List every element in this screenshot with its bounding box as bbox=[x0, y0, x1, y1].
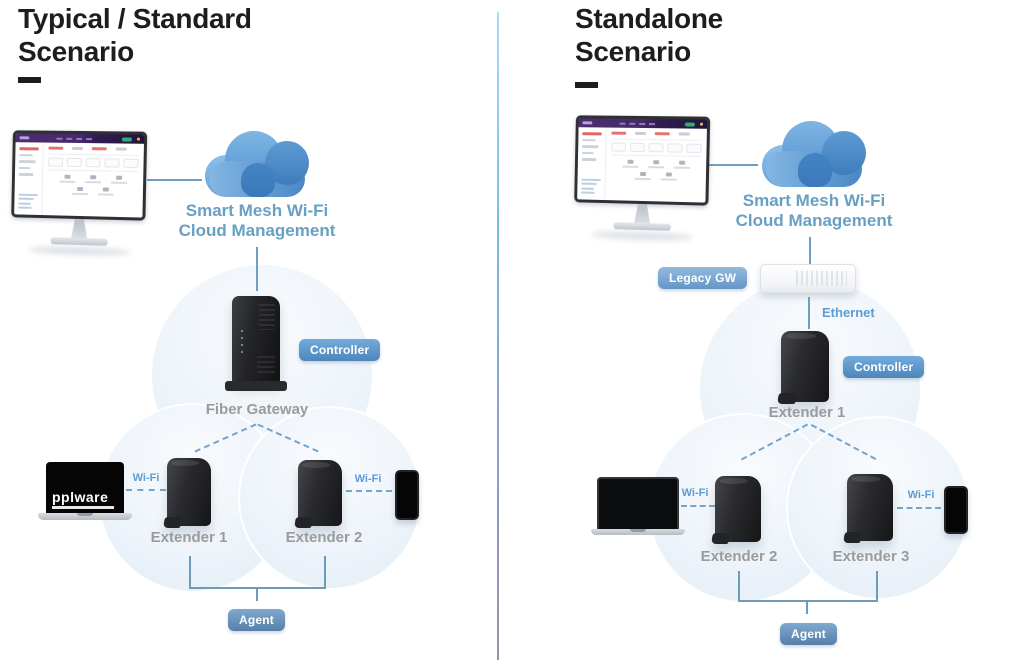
cloud-management-label: Smart Mesh Wi-Fi Cloud Management bbox=[156, 201, 358, 241]
management-console-monitor bbox=[573, 115, 714, 242]
extender-device bbox=[847, 474, 893, 541]
laptop-screen: pplware bbox=[46, 462, 124, 513]
dashboard-sidebar bbox=[577, 127, 607, 201]
wifi-link-dashed bbox=[346, 490, 392, 492]
legacy-gw-badge: Legacy GW bbox=[658, 267, 748, 289]
wifi-label: Wi-Fi bbox=[354, 473, 382, 485]
extender-label: Extender 3 bbox=[832, 548, 910, 565]
extender-label: Extender 2 bbox=[285, 529, 363, 546]
extender-device bbox=[298, 460, 342, 526]
dashboard-content bbox=[42, 143, 144, 218]
cloud-icon bbox=[762, 121, 866, 187]
cloud-icon bbox=[205, 131, 309, 197]
agent-bracket bbox=[189, 587, 326, 589]
extender-label: Extender 2 bbox=[700, 548, 778, 565]
cloud-legacy-connector bbox=[809, 237, 811, 264]
agent-bracket bbox=[806, 602, 808, 614]
title-line: Typical / Standard bbox=[18, 3, 252, 34]
extender-label: Extender 1 bbox=[768, 404, 846, 421]
monitor-cloud-connector bbox=[704, 164, 758, 166]
wifi-label: Wi-Fi bbox=[681, 487, 709, 499]
gateway-label: Fiber Gateway bbox=[205, 401, 309, 418]
gateway-stand bbox=[225, 381, 287, 391]
agent-bracket bbox=[324, 556, 326, 589]
monitor-stand bbox=[634, 204, 650, 223]
monitor-cloud-connector bbox=[147, 179, 202, 181]
wifi-label: Wi-Fi bbox=[907, 489, 935, 501]
monitor-shadow bbox=[590, 230, 694, 242]
standalone-scenario-title: Standalone Scenario bbox=[575, 2, 855, 68]
dashboard-header bbox=[15, 133, 145, 144]
pplware-logo: pplware bbox=[52, 489, 109, 505]
smartphone-device bbox=[395, 470, 419, 520]
laptop-base bbox=[38, 513, 132, 520]
dashboard-header bbox=[578, 118, 708, 129]
title-dash bbox=[575, 82, 598, 88]
extender-controller-device bbox=[781, 331, 829, 402]
laptop-device: pplware bbox=[38, 462, 132, 520]
extender-device bbox=[167, 458, 211, 526]
cloud-label-line: Cloud Management bbox=[735, 211, 893, 231]
panel-divider-line bbox=[497, 12, 499, 660]
legacy-gateway-device bbox=[760, 264, 856, 293]
management-console-monitor bbox=[10, 130, 151, 257]
dashboard-sidebar bbox=[14, 142, 44, 216]
dashboard-screen bbox=[14, 133, 145, 218]
ethernet-connector bbox=[808, 297, 810, 329]
cloud-label-line: Cloud Management bbox=[178, 221, 336, 241]
monitor-stand bbox=[71, 219, 87, 238]
laptop-base bbox=[591, 529, 685, 535]
controller-badge: Controller bbox=[299, 339, 381, 361]
cloud-label-line: Smart Mesh Wi-Fi bbox=[742, 191, 886, 210]
agent-bracket bbox=[876, 571, 878, 602]
agent-badge: Agent bbox=[780, 623, 837, 645]
dashboard-screen bbox=[577, 118, 708, 203]
cloud-label-line: Smart Mesh Wi-Fi bbox=[185, 201, 329, 220]
wifi-label: Wi-Fi bbox=[132, 472, 160, 484]
fiber-gateway-device bbox=[232, 296, 280, 384]
monitor-base bbox=[613, 222, 671, 231]
title-line: Standalone bbox=[575, 3, 723, 34]
dashboard-content bbox=[605, 128, 707, 203]
cloud-management-label: Smart Mesh Wi-Fi Cloud Management bbox=[713, 191, 915, 231]
agent-bracket bbox=[189, 556, 191, 589]
extender-device bbox=[715, 476, 761, 542]
title-dash bbox=[18, 77, 41, 83]
typical-scenario-title: Typical / Standard Scenario bbox=[18, 2, 318, 68]
monitor-frame bbox=[574, 115, 711, 206]
monitor-base bbox=[50, 237, 108, 246]
agent-bracket bbox=[738, 571, 740, 602]
extender-label: Extender 1 bbox=[150, 529, 228, 546]
smartphone-device bbox=[944, 486, 968, 534]
laptop-device bbox=[591, 477, 685, 535]
agent-badge: Agent bbox=[228, 609, 285, 631]
title-line: Scenario bbox=[575, 36, 691, 68]
monitor-frame bbox=[11, 130, 148, 221]
wifi-link-dashed bbox=[681, 505, 715, 507]
wifi-link-dashed bbox=[126, 489, 166, 491]
laptop-screen bbox=[597, 477, 679, 529]
wifi-link-dashed bbox=[897, 507, 941, 509]
gateway-leds bbox=[241, 330, 244, 358]
agent-bracket bbox=[256, 589, 258, 601]
title-line: Scenario bbox=[18, 36, 134, 68]
agent-bracket bbox=[738, 600, 878, 602]
monitor-shadow bbox=[27, 245, 131, 257]
ethernet-label: Ethernet bbox=[822, 305, 875, 320]
controller-badge: Controller bbox=[843, 356, 925, 378]
pplware-logo-bar bbox=[52, 506, 114, 509]
cloud-gateway-connector bbox=[256, 247, 258, 291]
